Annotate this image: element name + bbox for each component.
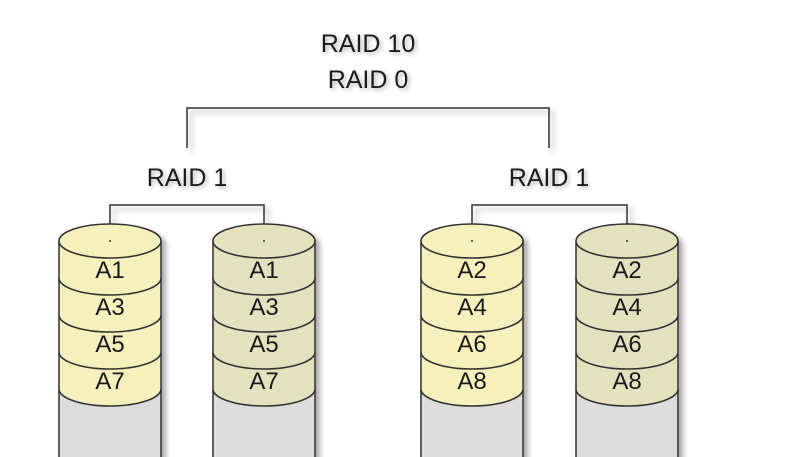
block-label: A2 [457,257,486,284]
block-label: A4 [457,294,486,321]
raid10-title: RAID 10 [321,30,415,58]
block-label: A8 [457,368,486,395]
group-left-bracket [109,204,265,240]
block-label: A2 [612,257,641,284]
group-left-label: RAID 1 [147,164,228,192]
block-label: A1 [95,257,124,284]
raid0-title: RAID 0 [328,66,409,94]
disk-1-1 [575,223,679,457]
block-label: A5 [95,331,124,358]
disk-1-0 [420,223,524,457]
block-label: A7 [95,368,124,395]
block-label: A1 [249,257,278,284]
disk-0-1 [212,223,316,457]
block-label: A8 [612,368,641,395]
block-label: A5 [249,331,278,358]
group-right-bracket [471,204,628,240]
group-right-label: RAID 1 [509,164,590,192]
block-label: A3 [249,294,278,321]
disk-0-0 [58,223,162,457]
block-label: A6 [612,331,641,358]
raid0-bracket [186,107,550,148]
block-label: A7 [249,368,278,395]
block-label: A6 [457,331,486,358]
block-label: A3 [95,294,124,321]
block-label: A4 [612,294,641,321]
